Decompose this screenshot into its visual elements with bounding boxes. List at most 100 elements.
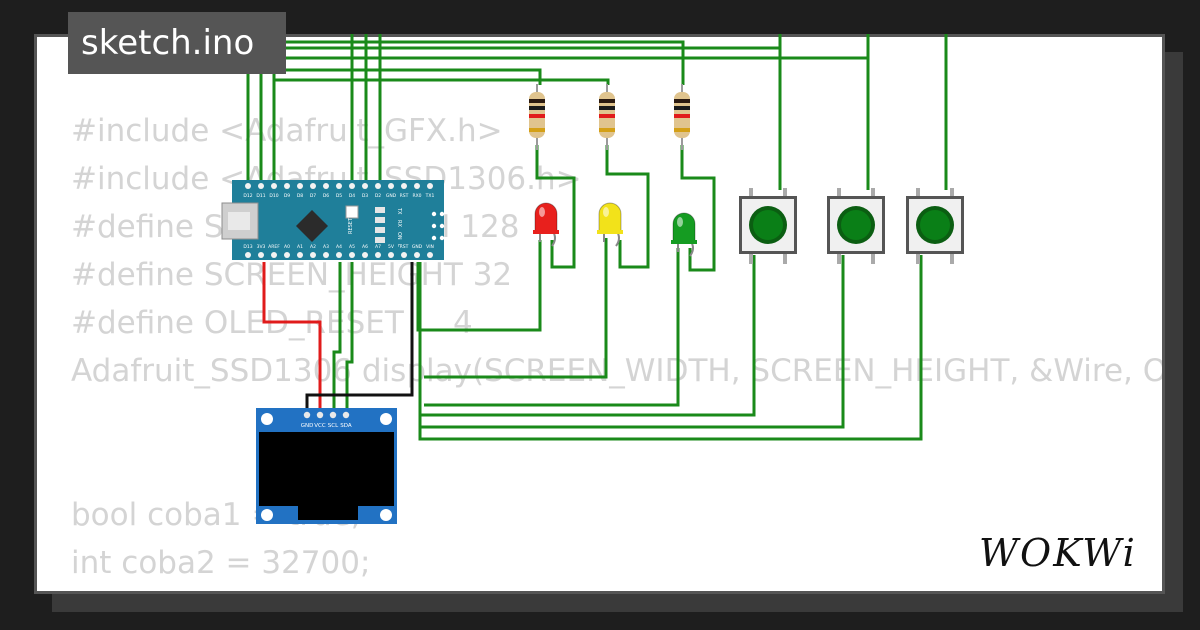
nano-pin[interactable]: [284, 252, 290, 258]
nano-pin-label: A6: [362, 244, 368, 250]
resistor-band: [674, 99, 690, 103]
nano-pin[interactable]: [258, 183, 264, 189]
oled-pin-label: GND: [301, 423, 314, 429]
oled-pin-label: VCC: [314, 423, 326, 429]
push-button[interactable]: [827, 188, 885, 264]
wire: [418, 255, 923, 441]
led-body: [672, 212, 696, 243]
nano-pin[interactable]: [375, 252, 381, 258]
resistors: [529, 84, 690, 150]
button-cap: [841, 210, 871, 240]
oled-mount-holes: [261, 413, 392, 521]
led-body: [598, 202, 622, 233]
nano-pin[interactable]: [336, 252, 342, 258]
nano-pin-label: D3: [362, 193, 368, 199]
wire: [246, 34, 870, 185]
nano-pin-label: RX0: [412, 193, 421, 199]
mcu-chip: [296, 210, 328, 242]
wire: [261, 40, 685, 85]
oled-pin[interactable]: [303, 411, 311, 419]
leds: [533, 202, 697, 257]
nano-pin-label: 5V: [388, 244, 395, 250]
nano-pin[interactable]: [271, 183, 277, 189]
file-title-tab[interactable]: sketch.ino: [68, 12, 286, 74]
resistor[interactable]: [599, 84, 615, 150]
nano-pin[interactable]: [349, 252, 355, 258]
nano-pin-label: VIN: [426, 244, 434, 250]
nano-pin[interactable]: [310, 252, 316, 258]
button-leg: [871, 188, 875, 198]
nano-pin-label: TX1: [425, 193, 435, 199]
push-button[interactable]: [906, 188, 964, 264]
frame-shadow: [52, 594, 1183, 612]
wire: [605, 145, 650, 269]
nano-pin[interactable]: [297, 252, 303, 258]
led-red[interactable]: [533, 202, 559, 247]
resistor-band: [529, 99, 545, 103]
oled-pin[interactable]: [329, 411, 337, 419]
nano-pin[interactable]: [258, 252, 264, 258]
nano-pin[interactable]: [427, 252, 433, 258]
wire: [535, 145, 576, 269]
oled-ribbon: [298, 506, 358, 520]
nano-pin[interactable]: [414, 183, 420, 189]
wire: [345, 262, 354, 414]
nano-pin[interactable]: [362, 252, 368, 258]
resistor-band: [529, 128, 545, 132]
nano-pin-label: GND: [412, 244, 423, 250]
wire: [424, 238, 608, 379]
nano-pin-label: A7: [375, 244, 381, 250]
nano-pin[interactable]: [297, 183, 303, 189]
nano-pin-label: A0: [284, 244, 290, 250]
nano-pin[interactable]: [245, 252, 251, 258]
wokwi-logo: WOKWi: [979, 531, 1135, 575]
on-led: [375, 227, 385, 233]
icsp-header: [431, 211, 445, 241]
push-button[interactable]: [739, 188, 797, 264]
nano-pin-label: A1: [297, 244, 303, 250]
oled-pin[interactable]: [342, 411, 350, 419]
oled-pin-label: SCL: [328, 423, 339, 429]
nano-pin[interactable]: [414, 252, 420, 258]
nano-pin[interactable]: [401, 183, 407, 189]
nano-pin[interactable]: [310, 183, 316, 189]
nano-pin[interactable]: [284, 183, 290, 189]
nano-pin[interactable]: [245, 183, 251, 189]
nano-pin-label: AREF: [268, 244, 280, 250]
code-line: int coba2 = 32700;: [71, 545, 371, 581]
led-highlight: [539, 207, 545, 217]
resistor[interactable]: [529, 84, 545, 150]
reset-button[interactable]: [345, 205, 359, 219]
oled-pin[interactable]: [316, 411, 324, 419]
nano-pin-label: 3V3: [257, 244, 266, 250]
nano-pin[interactable]: [336, 183, 342, 189]
oled-screen: [259, 432, 394, 506]
nano-pin[interactable]: [375, 183, 381, 189]
nano-pin-label: A4: [336, 244, 342, 250]
nano-pin-label: A5: [349, 244, 355, 250]
nano-pin[interactable]: [388, 252, 394, 258]
nano-pin-label: A3: [323, 244, 329, 250]
nano-pin[interactable]: [271, 252, 277, 258]
nano-pin[interactable]: [388, 183, 394, 189]
nano-pin[interactable]: [323, 183, 329, 189]
led-green[interactable]: [671, 212, 697, 257]
nano-pin[interactable]: [427, 183, 433, 189]
button-cap: [753, 210, 783, 240]
rx-label: RX: [396, 220, 402, 227]
push-buttons: [739, 188, 964, 264]
resistor-band: [599, 99, 615, 103]
l-label: L: [396, 244, 402, 247]
button-leg: [749, 188, 753, 198]
nano-pin[interactable]: [349, 183, 355, 189]
resistor[interactable]: [674, 84, 690, 150]
wire: [680, 145, 716, 272]
nano-pin[interactable]: [401, 252, 407, 258]
nano-pin[interactable]: [323, 252, 329, 258]
nano-pin[interactable]: [362, 183, 368, 189]
led-yellow[interactable]: [597, 202, 623, 247]
resistor-band: [674, 114, 690, 118]
